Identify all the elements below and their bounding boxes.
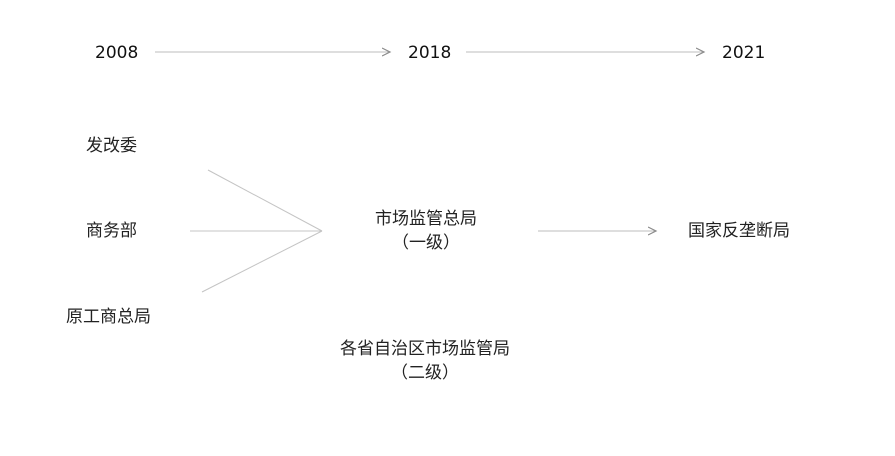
predecessor-gongshang: 原工商总局 bbox=[66, 307, 151, 327]
successor-agency: 国家反垄断局 bbox=[688, 221, 790, 241]
provincial-agency-level: （二级） bbox=[391, 363, 459, 383]
merge-line-fagaiwei bbox=[207, 169, 323, 232]
year-2018: 2018 bbox=[408, 43, 452, 63]
provincial-agency: 各省自治区市场监管局 （二级） bbox=[305, 337, 545, 385]
predecessor-shangwubu: 商务部 bbox=[86, 221, 137, 241]
predecessor-fagaiwei: 发改委 bbox=[86, 136, 137, 156]
merge-line-gongshang bbox=[201, 230, 323, 293]
merged-agency: 市场监管总局 （一级） bbox=[346, 207, 506, 255]
merged-agency-name: 市场监管总局 bbox=[375, 209, 477, 229]
provincial-agency-name: 各省自治区市场监管局 bbox=[340, 339, 510, 359]
year-2008: 2008 bbox=[95, 43, 139, 63]
merged-agency-level: （一级） bbox=[392, 233, 460, 253]
year-2021: 2021 bbox=[722, 43, 766, 63]
